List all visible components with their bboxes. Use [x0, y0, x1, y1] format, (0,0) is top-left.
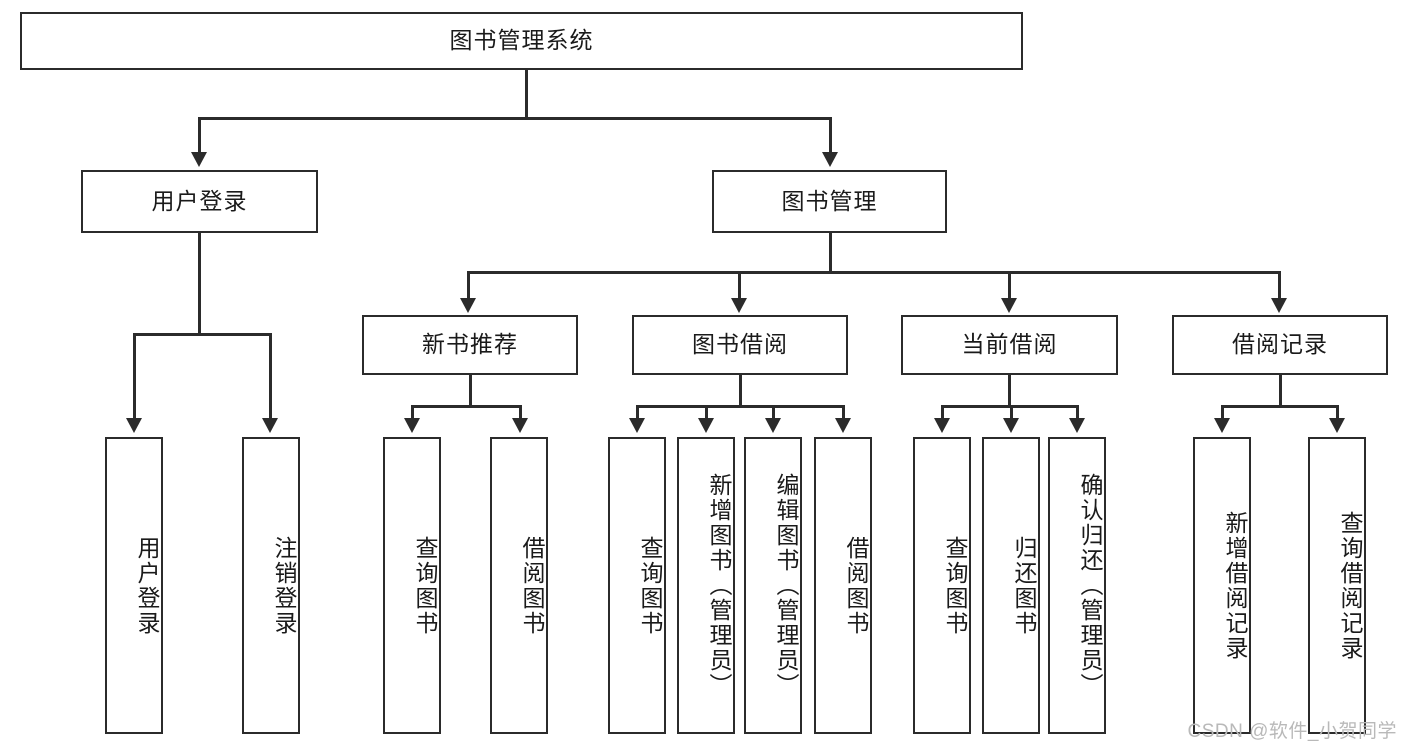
leaf-borrow-record-query[interactable]: 查询借阅记录 [1308, 437, 1366, 734]
arrowhead-book-borrow-leaf-3 [765, 418, 781, 433]
arrowhead-book-borrow-leaf-2 [698, 418, 714, 433]
leaf-label: 查询借阅记录 [1337, 510, 1363, 661]
leaf-label: 用户登录 [134, 535, 160, 636]
connector-user-login-bus [133, 333, 271, 336]
leaf-current-borrow-confirm-return[interactable]: 确认归还（管理员） [1048, 437, 1106, 734]
node-book-management[interactable]: 图书管理 [712, 170, 947, 233]
connector-book-mgmt-to-book-borrow [738, 271, 741, 301]
node-new-book-recommend[interactable]: 新书推荐 [362, 315, 578, 375]
arrowhead-to-user-login [191, 152, 207, 167]
leaf-user-login-login[interactable]: 用户登录 [105, 437, 163, 734]
leaf-label: 查询图书 [942, 535, 968, 636]
connector-new-book-to-leaf-1 [411, 405, 414, 421]
node-root-system[interactable]: 图书管理系统 [20, 12, 1023, 70]
connector-root-to-user-login [198, 117, 201, 155]
arrowhead-to-book-mgmt [822, 152, 838, 167]
arrowhead-new-book [460, 298, 476, 313]
csdn-watermark: CSDN @软件_小贺同学 [1187, 721, 1397, 742]
leaf-label: 借阅图书 [843, 535, 869, 636]
connector-book-mgmt-bus [467, 271, 1280, 274]
arrowhead-current-borrow-leaf-3 [1069, 418, 1085, 433]
arrowhead-current-borrow-leaf-2 [1003, 418, 1019, 433]
connector-book-borrow-bus [636, 405, 844, 408]
arrowhead-user-login-leaf-1 [126, 418, 142, 433]
connector-borrow-record-stem [1279, 375, 1282, 407]
connector-current-borrow-stem [1008, 375, 1011, 407]
leaf-label: 注销登录 [271, 535, 297, 636]
connector-book-mgmt-to-borrow-record [1278, 271, 1281, 301]
leaf-label: 归还图书 [1011, 535, 1037, 636]
arrowhead-borrow-record [1271, 298, 1287, 313]
connector-borrow-record-to-leaf-1 [1221, 405, 1224, 421]
connector-book-borrow-stem [739, 375, 742, 407]
node-label: 借阅记录 [1232, 331, 1328, 358]
connector-book-mgmt-to-new-book [467, 271, 470, 301]
connector-current-borrow-to-leaf-3 [1076, 405, 1079, 421]
leaf-user-login-logout[interactable]: 注销登录 [242, 437, 300, 734]
node-label: 图书借阅 [692, 331, 788, 358]
leaf-label: 查询图书 [412, 535, 438, 636]
leaf-label: 借阅图书 [519, 535, 545, 636]
connector-new-book-to-leaf-2 [519, 405, 522, 421]
arrowhead-current-borrow [1001, 298, 1017, 313]
leaf-label: 新增图书（管理员） [706, 473, 732, 698]
leaf-label: 确认归还（管理员） [1077, 473, 1103, 698]
leaf-book-borrow-add[interactable]: 新增图书（管理员） [677, 437, 735, 734]
arrowhead-borrow-record-leaf-2 [1329, 418, 1345, 433]
node-current-borrow[interactable]: 当前借阅 [901, 315, 1118, 375]
leaf-borrow-record-add[interactable]: 新增借阅记录 [1193, 437, 1251, 734]
connector-user-login-stem [198, 233, 201, 335]
arrowhead-book-borrow [731, 298, 747, 313]
arrowhead-new-book-leaf-1 [404, 418, 420, 433]
connector-borrow-record-bus [1221, 405, 1338, 408]
connector-book-borrow-to-leaf-2 [705, 405, 708, 421]
node-label: 用户登录 [151, 187, 248, 214]
leaf-new-book-borrow[interactable]: 借阅图书 [490, 437, 548, 734]
connector-current-borrow-to-leaf-2 [1010, 405, 1013, 421]
connector-book-borrow-to-leaf-4 [842, 405, 845, 421]
leaf-book-borrow-edit[interactable]: 编辑图书（管理员） [744, 437, 802, 734]
leaf-book-borrow-query[interactable]: 查询图书 [608, 437, 666, 734]
leaf-new-book-query[interactable]: 查询图书 [383, 437, 441, 734]
node-label: 图书管理 [781, 187, 878, 214]
connector-root-stem [525, 70, 528, 119]
arrowhead-book-borrow-leaf-4 [835, 418, 851, 433]
connector-book-mgmt-stem [829, 233, 832, 273]
connector-borrow-record-to-leaf-2 [1336, 405, 1339, 421]
node-label: 新书推荐 [422, 331, 518, 358]
connector-root-bus [198, 117, 831, 120]
node-book-borrow[interactable]: 图书借阅 [632, 315, 848, 375]
node-label: 图书管理系统 [449, 27, 594, 54]
node-label: 当前借阅 [961, 331, 1058, 358]
node-borrow-record[interactable]: 借阅记录 [1172, 315, 1388, 375]
connector-book-borrow-to-leaf-1 [636, 405, 639, 421]
connector-current-borrow-bus [941, 405, 1077, 408]
node-user-login[interactable]: 用户登录 [81, 170, 318, 233]
leaf-label: 查询图书 [637, 535, 663, 636]
arrowhead-user-login-leaf-2 [262, 418, 278, 433]
leaf-current-borrow-query[interactable]: 查询图书 [913, 437, 971, 734]
arrowhead-borrow-record-leaf-1 [1214, 418, 1230, 433]
connector-book-borrow-to-leaf-3 [772, 405, 775, 421]
leaf-label: 新增借阅记录 [1222, 510, 1248, 661]
arrowhead-new-book-leaf-2 [512, 418, 528, 433]
connector-user-login-to-leaf-1 [133, 333, 136, 421]
connector-user-login-to-leaf-2 [269, 333, 272, 421]
connector-root-to-book-mgmt [829, 117, 832, 155]
arrowhead-book-borrow-leaf-1 [629, 418, 645, 433]
leaf-label: 编辑图书（管理员） [773, 473, 799, 698]
connector-book-mgmt-to-current-borrow [1008, 271, 1011, 301]
leaf-book-borrow-borrow[interactable]: 借阅图书 [814, 437, 872, 734]
connector-current-borrow-to-leaf-1 [941, 405, 944, 421]
leaf-current-borrow-return[interactable]: 归还图书 [982, 437, 1040, 734]
connector-new-book-bus [411, 405, 521, 408]
arrowhead-current-borrow-leaf-1 [934, 418, 950, 433]
connector-new-book-stem [469, 375, 472, 407]
